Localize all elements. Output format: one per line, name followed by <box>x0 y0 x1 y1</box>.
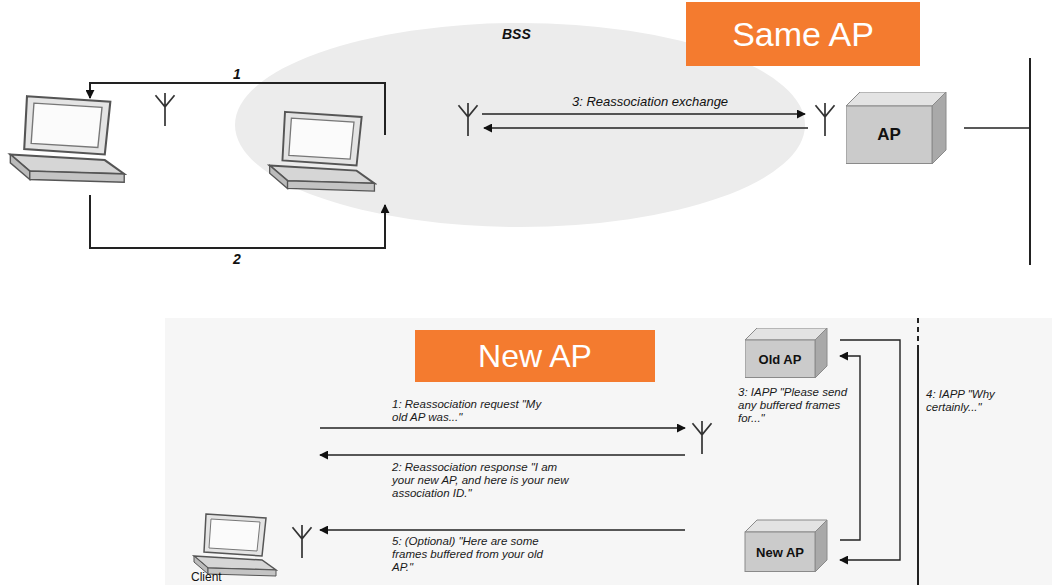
message-arrow <box>840 356 860 540</box>
area-label: BSS <box>502 26 531 42</box>
laptop-icon <box>270 112 375 191</box>
message-arrow <box>840 340 900 560</box>
move-arrow <box>90 83 385 135</box>
node-label: AP <box>877 125 901 145</box>
laptop-icon <box>10 96 124 182</box>
exchange-arrow <box>484 127 808 129</box>
message-arrow <box>320 529 685 530</box>
title-text: Same AP <box>732 15 874 54</box>
cube-side <box>932 92 946 164</box>
cube-side <box>815 328 827 378</box>
wire <box>964 127 1030 129</box>
antenna-icon <box>692 421 711 454</box>
step-number: 1 <box>233 66 241 82</box>
panel-ground <box>165 318 1052 585</box>
cube-front <box>846 106 932 164</box>
backbone-line <box>917 345 919 585</box>
cube-front <box>745 340 815 378</box>
message-arrow <box>320 454 685 455</box>
laptop-shape <box>185 420 320 585</box>
step-label: 3: Reassociation exchange <box>572 94 728 109</box>
edge-label: 2: Reassociation response "I am your new… <box>392 461 570 500</box>
node-label: Client <box>191 570 222 584</box>
exchange-arrow <box>482 113 805 115</box>
title-text: New AP <box>478 338 592 375</box>
cube-top <box>846 92 946 106</box>
cube-top <box>745 520 827 532</box>
message-arrow <box>320 427 685 428</box>
antenna-icon <box>815 103 834 136</box>
backbone-line <box>917 318 919 345</box>
laptop-icon <box>194 514 276 576</box>
access-point: AP <box>846 92 964 164</box>
edge-label: 4: IAPP "Why certainly..." <box>926 388 1044 414</box>
cube-front <box>745 532 815 572</box>
step-number: 2 <box>233 251 241 267</box>
cube-side <box>815 520 827 572</box>
title-tag: New AP <box>415 330 655 382</box>
antenna-icon <box>458 103 477 136</box>
access-point: Old AP <box>745 328 840 378</box>
node-label: Old AP <box>759 352 802 367</box>
edge-label: 5: (Optional) "Here are some frames buff… <box>392 535 552 574</box>
cube-shape <box>846 92 964 164</box>
edge-label: 3: IAPP "Please send any buffered frames… <box>738 386 852 425</box>
node-label: New AP <box>756 545 804 560</box>
backbone-line <box>1029 58 1031 265</box>
client-laptop: Client <box>185 420 320 585</box>
move-arrow <box>90 195 385 248</box>
edge-label: 1: Reassociation request "My old AP was.… <box>392 398 542 424</box>
access-point: New AP <box>685 420 840 575</box>
antenna-icon <box>155 93 174 126</box>
antenna-icon <box>292 525 311 558</box>
title-tag: Same AP <box>686 2 920 66</box>
cube-top <box>745 328 827 340</box>
